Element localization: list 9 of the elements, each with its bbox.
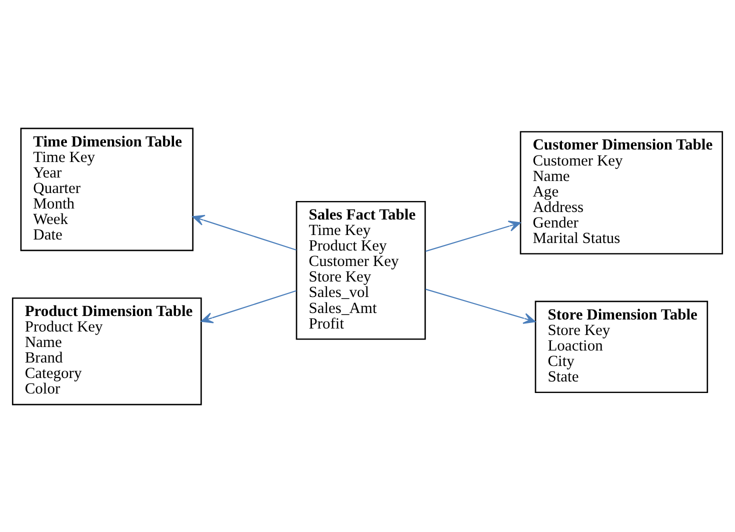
arrow (425, 288, 536, 324)
arrow (192, 214, 296, 250)
arrow (425, 220, 521, 252)
arrow (200, 290, 296, 323)
node-box: Sales Fact Table Time Key Product Key Customer Key Store Key Sales_vol Sales_Amt Profit (296, 200, 426, 340)
node-box: Customer Dimension Table Customer Key Name Age Address Gender Marital Status (520, 130, 724, 254)
node-box: Product Dimension Table Product Key Name Brand Category Color (12, 296, 202, 405)
node-box: Store Dimension Table Store Key Loaction City State (534, 300, 708, 393)
node-box: Time Dimension Table Time Key Year Quarter Month Week Date (20, 127, 194, 251)
